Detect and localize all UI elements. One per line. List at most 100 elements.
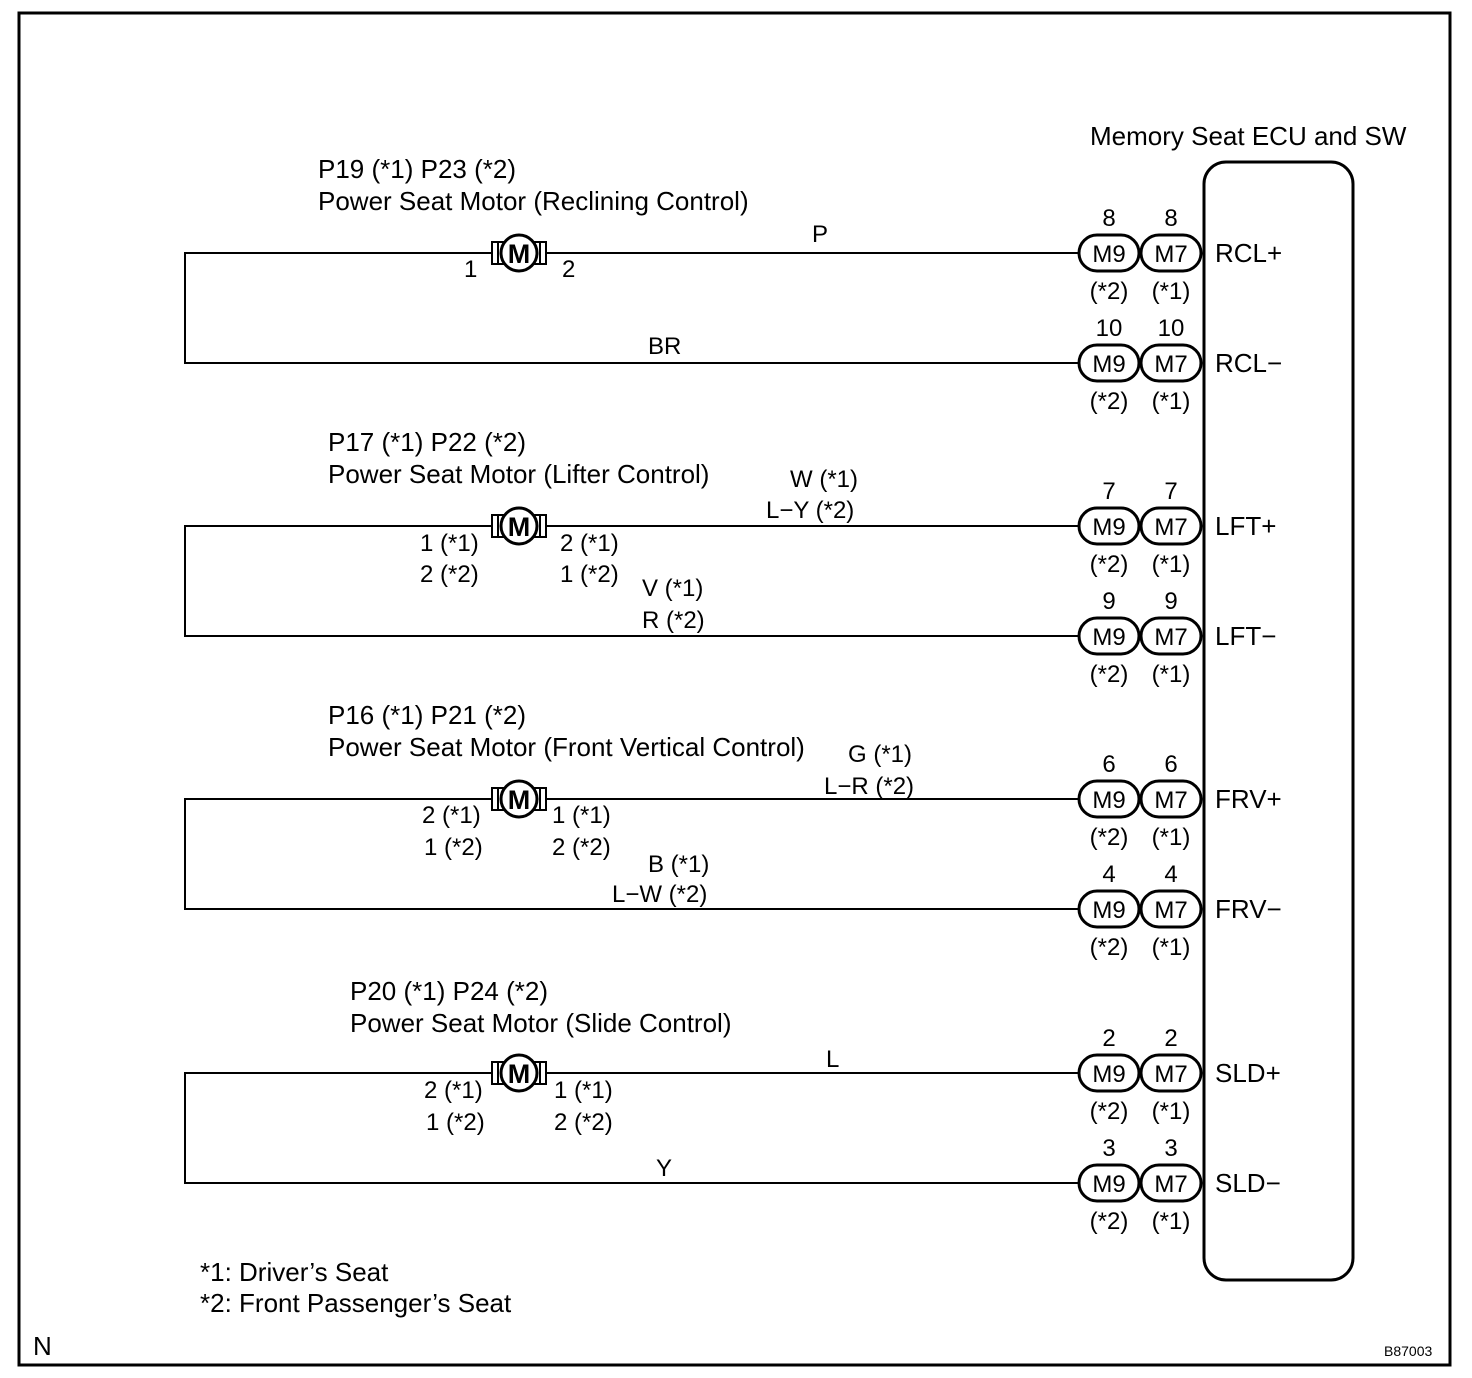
connector-id: M7 xyxy=(1154,241,1187,268)
connector-note: (*1) xyxy=(1152,278,1191,305)
connector-note: (*2) xyxy=(1090,1208,1129,1235)
motor-icon: M xyxy=(491,233,547,273)
connector-pin: 4 xyxy=(1102,861,1115,888)
connector-note: (*1) xyxy=(1152,1208,1191,1235)
svg-text:M: M xyxy=(508,785,531,815)
wire-color-lower: R (*2) xyxy=(642,607,705,634)
ecu-connector-LFT+: M97(*2)M77(*1)LFT+ xyxy=(1077,478,1276,578)
connector-oval xyxy=(1077,506,1141,546)
motor-codes: P19 (*1) P23 (*2) xyxy=(318,154,516,184)
wire-color-upper: P xyxy=(812,221,828,248)
svg-text:M: M xyxy=(508,1059,531,1089)
connector-note: (*2) xyxy=(1090,1098,1129,1125)
connector-note: (*1) xyxy=(1152,388,1191,415)
ecu-terminal-label: SLD+ xyxy=(1215,1058,1281,1088)
connector-id: M7 xyxy=(1154,1061,1187,1088)
ecu-terminal-label: LFT+ xyxy=(1215,511,1276,541)
connector-pin: 7 xyxy=(1102,478,1115,505)
connector-oval xyxy=(1139,889,1203,929)
motor-pin-right: 2 (*2) xyxy=(552,834,611,861)
connector-pin: 3 xyxy=(1164,1135,1177,1162)
motor-pin-right: 2 (*2) xyxy=(554,1109,613,1136)
motor-pin-left: 1 xyxy=(464,256,477,283)
connector-oval xyxy=(1077,779,1141,819)
motor-codes: P16 (*1) P21 (*2) xyxy=(328,700,526,730)
connector-id: M7 xyxy=(1154,351,1187,378)
connector-id: M9 xyxy=(1092,787,1125,814)
motor-name: Power Seat Motor (Front Vertical Control… xyxy=(328,732,805,762)
connector-oval xyxy=(1077,616,1141,656)
wire-color-lower: Y xyxy=(656,1155,672,1182)
connector-id: M9 xyxy=(1092,351,1125,378)
ecu-connector-LFT−: M99(*2)M79(*1)LFT− xyxy=(1077,588,1276,688)
connector-note: (*1) xyxy=(1152,934,1191,961)
connector-pin: 3 xyxy=(1102,1135,1115,1162)
corner-mark: N xyxy=(33,1331,52,1361)
connector-id: M7 xyxy=(1154,897,1187,924)
connector-pin: 2 xyxy=(1164,1025,1177,1052)
wire-color-lower: BR xyxy=(648,333,681,360)
connector-note: (*1) xyxy=(1152,824,1191,851)
motor-pin-left: 1 (*2) xyxy=(424,834,483,861)
connector-id: M9 xyxy=(1092,624,1125,651)
connector-oval xyxy=(1077,343,1141,383)
connector-id: M9 xyxy=(1092,1061,1125,1088)
connector-pin: 7 xyxy=(1164,478,1177,505)
svg-text:M: M xyxy=(508,512,531,542)
connector-note: (*2) xyxy=(1090,661,1129,688)
motor-pin-left: 2 (*1) xyxy=(424,1077,483,1104)
wire-color-upper: W (*1) xyxy=(790,466,858,493)
connector-oval xyxy=(1077,233,1141,273)
connector-id: M9 xyxy=(1092,1171,1125,1198)
connector-note: (*1) xyxy=(1152,551,1191,578)
connector-note: (*2) xyxy=(1090,824,1129,851)
ecu-terminal-label: FRV+ xyxy=(1215,784,1282,814)
ecu-connector-FRV+: M96(*2)M76(*1)FRV+ xyxy=(1077,751,1282,851)
connector-id: M7 xyxy=(1154,1171,1187,1198)
motor-icon: M xyxy=(491,779,547,819)
connector-pin: 6 xyxy=(1102,751,1115,778)
svg-text:M: M xyxy=(508,239,531,269)
motor-pin-right: 1 (*1) xyxy=(554,1077,613,1104)
connector-note: (*2) xyxy=(1090,278,1129,305)
motor-pin-right: 2 xyxy=(562,256,575,283)
connector-id: M7 xyxy=(1154,787,1187,814)
ecu-connector-SLD+: M92(*2)M72(*1)SLD+ xyxy=(1077,1025,1281,1125)
connector-oval xyxy=(1139,1053,1203,1093)
connector-pin: 4 xyxy=(1164,861,1177,888)
connector-pin: 10 xyxy=(1158,315,1185,342)
motor-icon: M xyxy=(491,1053,547,1093)
connector-oval xyxy=(1139,506,1203,546)
wire-color-upper: L−R (*2) xyxy=(824,773,914,800)
motor-pin-left: 2 (*1) xyxy=(422,802,481,829)
connector-oval xyxy=(1077,1053,1141,1093)
connector-oval xyxy=(1077,889,1141,929)
motor-circuit-slide: P20 (*1) P24 (*2)Power Seat Motor (Slide… xyxy=(184,976,1281,1235)
motor-name: Power Seat Motor (Reclining Control) xyxy=(318,186,749,216)
ecu-title: Memory Seat ECU and SW xyxy=(1090,121,1407,151)
motor-pin-right: 2 (*1) xyxy=(560,530,619,557)
motor-circuit-front-vertical: P16 (*1) P21 (*2)Power Seat Motor (Front… xyxy=(184,700,1282,961)
connector-pin: 9 xyxy=(1102,588,1115,615)
wire-loop xyxy=(184,252,1078,364)
wire-color-lower: B (*1) xyxy=(648,851,709,878)
wire-loop xyxy=(184,1072,1078,1184)
ecu-terminal-label: LFT− xyxy=(1215,621,1276,651)
motor-circuit-lifter: P17 (*1) P22 (*2)Power Seat Motor (Lifte… xyxy=(184,427,1276,688)
wire-color-lower: V (*1) xyxy=(642,575,703,602)
ecu-terminal-label: RCL− xyxy=(1215,348,1282,378)
motor-circuits: P19 (*1) P23 (*2)Power Seat Motor (Recli… xyxy=(184,154,1282,1235)
connector-id: M7 xyxy=(1154,514,1187,541)
connector-id: M7 xyxy=(1154,624,1187,651)
motor-circuit-reclining: P19 (*1) P23 (*2)Power Seat Motor (Recli… xyxy=(184,154,1282,415)
wire-color-upper: L−Y (*2) xyxy=(766,497,854,524)
motor-pin-left: 2 (*2) xyxy=(420,561,479,588)
connector-oval xyxy=(1139,779,1203,819)
motor-name: Power Seat Motor (Lifter Control) xyxy=(328,459,709,489)
wire-color-upper: L xyxy=(826,1046,839,1073)
connector-note: (*2) xyxy=(1090,551,1129,578)
connector-id: M9 xyxy=(1092,897,1125,924)
ecu-terminal-label: RCL+ xyxy=(1215,238,1282,268)
connector-oval xyxy=(1139,1163,1203,1203)
wire-color-upper: G (*1) xyxy=(848,741,912,768)
